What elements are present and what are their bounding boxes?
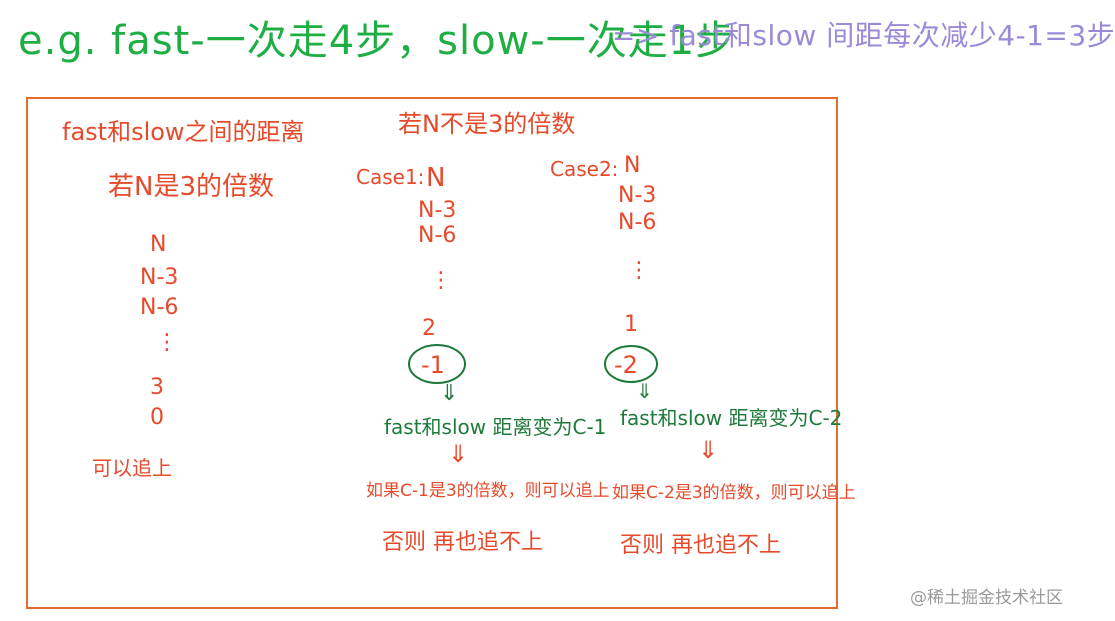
left-result: 可以追上 — [92, 456, 172, 480]
case1-arrow-red: ⇓ — [448, 440, 469, 468]
left-seq-item: 3 — [150, 375, 164, 400]
case2-seq-item: N-6 — [618, 210, 657, 235]
left-title: fast和slow之间的距离 — [62, 118, 305, 146]
case1-label: Case1: — [356, 165, 425, 189]
case1-if: 如果C-1是3的倍数，则可以追上 — [366, 481, 610, 501]
middle-title: 若N不是3的倍数 — [398, 110, 576, 138]
left-seq-item: N — [150, 232, 167, 257]
case2-circled-value: -2 — [614, 351, 638, 379]
case2-circle — [604, 345, 658, 383]
case1-seq-item: N-6 — [418, 223, 457, 248]
case1-seq-item: N — [426, 163, 446, 193]
case1-seq-item: ⋮ — [430, 268, 452, 293]
case1-seq-item: 2 — [422, 316, 436, 341]
case2-seq-item: ⋮ — [628, 258, 650, 283]
left-seq-item: N-3 — [140, 265, 179, 290]
case2-arrow-red: ⇓ — [698, 436, 719, 464]
case2-if: 如果C-2是3的倍数，则可以追上 — [612, 483, 856, 503]
watermark: @稀土掘金技术社区 — [910, 588, 1063, 608]
case1-arrow: ⇓ — [440, 381, 459, 406]
case2-seq-item: N — [624, 153, 641, 178]
case1-circle — [408, 344, 466, 384]
case2-seq-item: 1 — [624, 312, 638, 337]
case2-label: Case2: — [550, 157, 619, 181]
case1-then: 否则 再也追不上 — [382, 530, 543, 555]
case1-distance: fast和slow 距离变为C-1 — [384, 415, 607, 439]
case2-arrow: ⇓ — [636, 379, 653, 403]
case2-then: 否则 再也追不上 — [620, 533, 781, 558]
case1-circled-value: -1 — [421, 351, 445, 379]
left-seq-item: ⋮ — [156, 330, 178, 355]
left-seq-item: 0 — [150, 405, 164, 430]
circle-annotations — [408, 344, 658, 384]
left-condition: 若N是3的倍数 — [108, 172, 274, 202]
left-seq-item: N-6 — [140, 295, 179, 320]
diagram-frame — [26, 97, 838, 609]
case1-seq-item: N-3 — [418, 198, 457, 223]
header-green-note: e.g. fast-一次走4步，slow-一次走1步 — [18, 18, 737, 64]
header-purple-note: => fast和slow 间距每次减少4-1=3步 — [612, 19, 1115, 52]
case2-distance: fast和slow 距离变为C-2 — [620, 406, 843, 430]
case2-seq-item: N-3 — [618, 183, 657, 208]
